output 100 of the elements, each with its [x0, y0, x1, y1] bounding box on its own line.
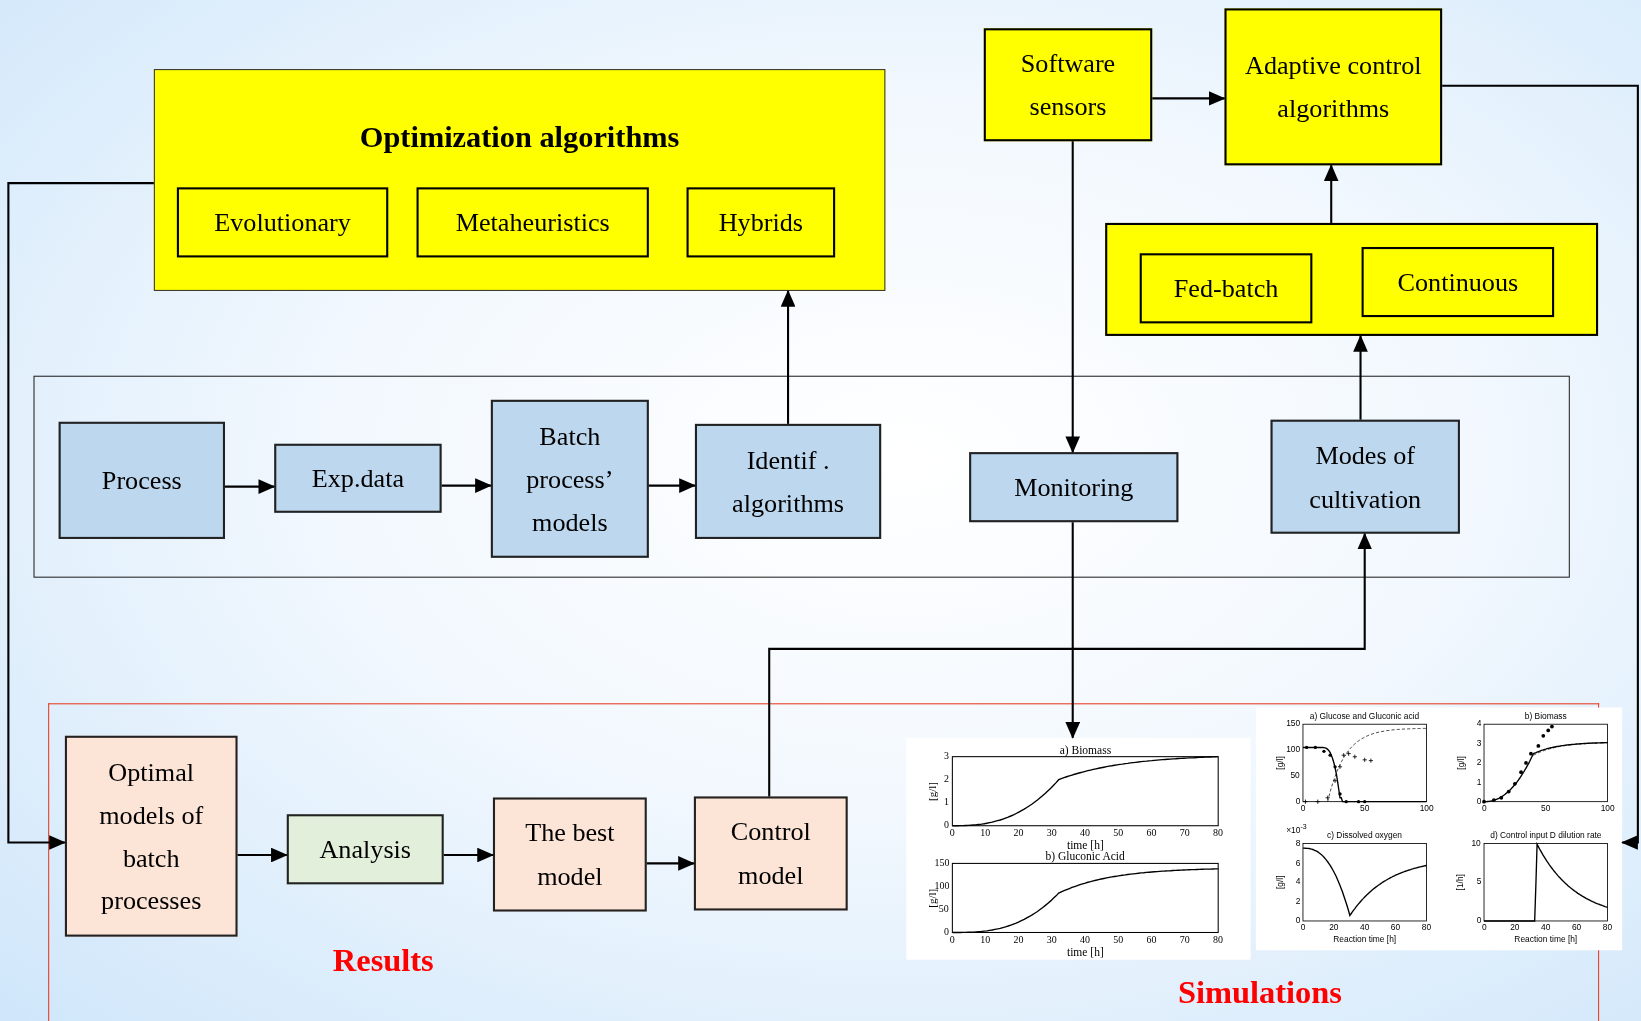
tick-label: 20 — [1510, 924, 1520, 933]
chart-title: d) Control input D dilution rate — [1490, 832, 1602, 841]
arrow — [443, 847, 494, 863]
process-box — [64, 735, 238, 937]
plot-panel — [906, 737, 1251, 960]
tick-label: 50 — [1360, 804, 1370, 814]
process-box — [274, 443, 442, 513]
process-box — [176, 187, 389, 258]
tick-label: 3 — [944, 751, 949, 762]
axis-label: [g/l] — [928, 781, 940, 801]
arrow — [1152, 91, 1226, 106]
tick-label: 40 — [1080, 935, 1090, 946]
tick-label: 60 — [1146, 935, 1157, 946]
tick-label: 80 — [1212, 828, 1223, 839]
box-label: Analysis — [318, 834, 413, 866]
panel — [1105, 222, 1599, 336]
process-box — [416, 187, 649, 258]
process-box — [694, 423, 882, 539]
tick-label: 40 — [1360, 924, 1370, 933]
box-label: Control model — [729, 816, 812, 892]
tick-label: 0 — [944, 820, 949, 831]
arrow — [646, 856, 695, 871]
tick-label: 1 — [1476, 778, 1482, 787]
process-box — [1361, 247, 1555, 318]
tick-label: 50 — [1113, 935, 1124, 946]
axis-label: [g/l] — [1275, 756, 1285, 770]
tick-label: 5 — [1476, 878, 1482, 887]
box-label: Process — [100, 465, 183, 497]
process-box — [693, 796, 848, 911]
arrow — [237, 847, 288, 863]
tick-label: 30 — [1046, 935, 1057, 946]
process-box — [286, 814, 444, 885]
tick-label: 0 — [1300, 924, 1306, 933]
box-label: Optimal models of batch processes — [98, 756, 205, 917]
process-box — [983, 28, 1153, 142]
tick-label: 0 — [1481, 924, 1487, 933]
process-box — [1139, 253, 1313, 324]
tick-label: 150 — [1286, 720, 1301, 729]
arrow — [441, 478, 492, 493]
tick-label: 0 — [944, 927, 949, 938]
chart-title: a) Biomass — [1059, 743, 1112, 756]
tick-label: 80 — [1212, 935, 1223, 946]
process-box — [969, 452, 1179, 523]
heading: Optimization algorithms — [358, 118, 681, 155]
tick-label: 70 — [1179, 935, 1190, 946]
tick-label: 3 — [1476, 739, 1482, 748]
tick-label: 60 — [1146, 828, 1157, 839]
tick-label: 70 — [1179, 828, 1190, 839]
box-label: Batch process’ models — [525, 420, 615, 538]
axis-label: time [h] — [1066, 945, 1104, 958]
tick-label: 0 — [949, 935, 955, 946]
tick-label: 8 — [1295, 839, 1301, 848]
tick-label: 10 — [1471, 839, 1481, 848]
arrow — [1323, 164, 1339, 223]
process-box — [490, 399, 649, 558]
tick-label: 40 — [1080, 828, 1090, 839]
axis-label: time [h] — [1066, 838, 1104, 851]
tick-label: 100 — [1600, 804, 1615, 814]
arrow — [768, 532, 1373, 797]
tick-label: 0 — [1476, 916, 1482, 926]
tick-label: 150 — [934, 858, 950, 869]
tick-label: 2 — [1476, 758, 1482, 768]
chart-title: a) Glucose and Gluconic acid — [1309, 712, 1420, 722]
axis-label: [g/l] — [1456, 756, 1466, 770]
process-box — [1270, 419, 1460, 534]
tick-label: 2 — [1295, 897, 1301, 906]
axis-label: Reaction time [h] — [1333, 935, 1397, 944]
section-title: Results — [332, 943, 434, 976]
tick-label: 0 — [1481, 804, 1487, 814]
chart-title: b) Biomass — [1524, 712, 1567, 722]
tick-label: 0 — [1295, 797, 1301, 806]
tick-label: 4 — [1476, 720, 1482, 729]
tick-label: 100 — [1286, 745, 1301, 755]
axis-label: [g/l] — [928, 888, 939, 908]
arrow — [1442, 84, 1639, 850]
tick-label: 50 — [1113, 828, 1124, 839]
process-box — [1224, 8, 1443, 166]
chart-title: b) Gluconic Acid — [1045, 850, 1125, 862]
arrow — [1065, 141, 1081, 454]
tick-label: 2 — [944, 774, 949, 785]
chart-title: c) Dissolved oxygen — [1327, 832, 1402, 841]
tick-label: 50 — [1541, 804, 1551, 814]
arrow — [7, 182, 154, 850]
tick-label: 20 — [1013, 935, 1024, 946]
axis-label: [1/h] — [1456, 874, 1465, 891]
plot-panel — [1255, 707, 1623, 951]
tick-label: 0 — [1476, 797, 1482, 806]
tick-label: 30 — [1046, 828, 1057, 839]
tick-label: 80 — [1602, 924, 1613, 933]
axis-label: Reaction time [h] — [1514, 935, 1578, 944]
arrow — [1065, 522, 1081, 739]
box-label: Monitoring — [1013, 471, 1135, 504]
box-label: Evolutionary — [213, 207, 352, 239]
box-label: Metaheuristics — [454, 207, 611, 239]
box-label: Continuous — [1396, 266, 1520, 299]
arrow — [225, 479, 276, 494]
box-label: Adaptive control algorithms — [1244, 50, 1423, 125]
tick-label: 0 — [1300, 804, 1306, 814]
tick-label: 60 — [1571, 924, 1582, 933]
tick-label: 10 — [980, 935, 991, 946]
